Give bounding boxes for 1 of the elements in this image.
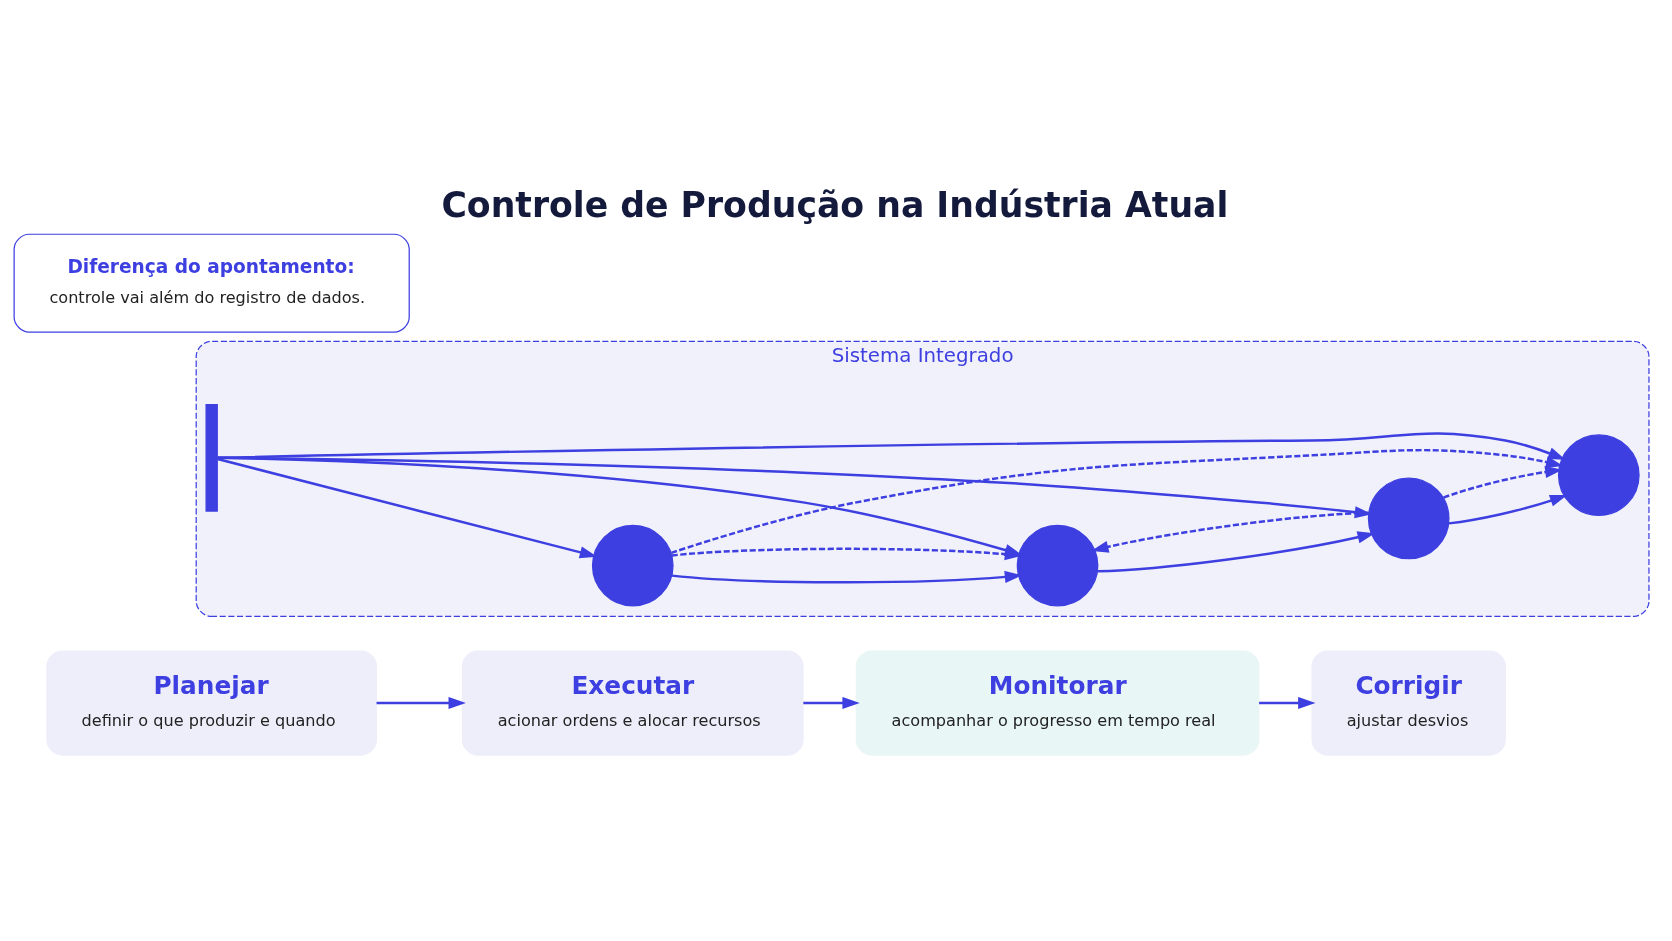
diagram-title: Controle de Produção na Indústria Atual: [440, 185, 1228, 226]
